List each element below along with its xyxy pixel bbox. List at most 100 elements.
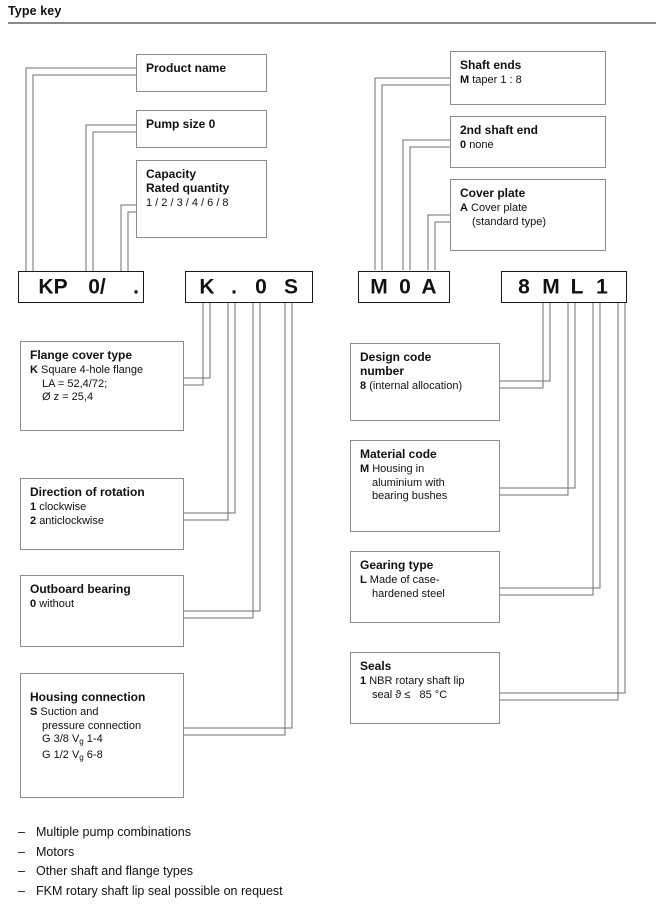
box-lines: L Made of case- hardened steel: [360, 574, 491, 601]
right-code-bar-1: M 0 A: [358, 271, 450, 303]
box-housing-connection: Housing connection S Suction and pressur…: [20, 673, 184, 798]
dash-marker: –: [18, 825, 25, 839]
box-line: 0 none: [460, 139, 597, 153]
code-char-dot: .: [231, 275, 237, 299]
line-key: M: [460, 74, 470, 86]
box-lines: M taper 1 : 8: [460, 74, 597, 88]
box-line: 2 anticlockwise: [30, 515, 175, 529]
g2-sub: g: [79, 752, 84, 762]
line-key: 0: [460, 139, 467, 151]
box-seals: Seals 1 NBR rotary shaft lip seal ϑ ≤ 85…: [350, 652, 500, 724]
box-line: S Suction and: [30, 706, 175, 720]
line-text: Square 4-hole flange: [41, 364, 144, 376]
line-text: Made of case-: [369, 574, 440, 586]
line-key: 8: [360, 380, 367, 392]
code-char-coverplate: A: [421, 275, 437, 299]
line-text: Cover plate: [471, 202, 528, 214]
list-item: –Motors: [18, 843, 518, 863]
line-key: S: [30, 706, 38, 718]
box-line: (standard type): [472, 215, 546, 228]
dash-marker: –: [18, 883, 25, 898]
line-text: none: [469, 139, 494, 151]
code-char-material: M: [542, 275, 560, 299]
box-line: 1 NBR rotary shaft lip: [360, 675, 491, 689]
left-code-bar-2: K . 0 S: [185, 271, 313, 303]
box-lines: A Cover plate (standard type): [460, 202, 597, 229]
line-key: K: [30, 364, 38, 376]
code-char-capacity: .: [133, 275, 139, 299]
line-key: 1: [360, 675, 367, 687]
g2-post: 6-8: [83, 748, 103, 761]
box-lines: 1 clockwise 2 anticlockwise: [30, 501, 175, 528]
list-item-label: FKM rotary shaft lip seal possible on re…: [36, 883, 283, 898]
dash-marker: –: [18, 844, 25, 859]
box-lines: 0 without: [30, 598, 175, 612]
box-line: hardened steel: [372, 587, 445, 600]
box-gearing-type: Gearing type L Made of case- hardened st…: [350, 551, 500, 623]
line-text: without: [39, 598, 75, 610]
box-line: 0 without: [30, 598, 175, 612]
page-title: Type key: [8, 4, 62, 18]
box-title: Pump size 0: [146, 117, 216, 131]
box-line: Ø z = 25,4: [42, 391, 94, 403]
box-line: LA = 52,4/72;: [42, 377, 108, 390]
footnote-list: –Multiple pump combinations –Motors –Oth…: [18, 823, 518, 901]
box-lines: K Square 4-hole flange LA = 52,4/72; Ø z…: [30, 364, 175, 405]
box-title: Flange cover type: [30, 348, 133, 362]
box-line: pressure connection: [42, 719, 142, 732]
box-line: M Housing in: [360, 463, 491, 477]
box-lines: 1 NBR rotary shaft lip seal ϑ ≤ 85 °C: [360, 675, 491, 702]
line-text: clockwise: [39, 501, 87, 513]
box-lines: 1 / 2 / 3 / 4 / 6 / 8: [146, 197, 258, 211]
box-direction-of-rotation: Direction of rotation 1 clockwise 2 anti…: [20, 478, 184, 550]
box-capacity: Capacity Rated quantity 1 / 2 / 3 / 4 / …: [136, 160, 267, 238]
box-2nd-shaft-end: 2nd shaft end 0 none: [450, 116, 606, 168]
box-line: K Square 4-hole flange: [30, 364, 175, 378]
code-char-kp: KP: [38, 275, 68, 299]
box-line: 8 (internal allocation): [360, 380, 491, 394]
box-flange-cover-type: Flange cover type K Square 4-hole flange…: [20, 341, 184, 431]
code-char-outboard: 0: [255, 275, 267, 299]
code-char-pumpsize: 0/: [88, 275, 106, 299]
box-shaft-ends: Shaft ends M taper 1 : 8: [450, 51, 606, 105]
code-char-gearing: L: [570, 275, 584, 299]
box-lines: 8 (internal allocation): [360, 380, 491, 394]
g1-post: 1-4: [83, 733, 103, 745]
box-pump-size: Pump size 0: [136, 110, 267, 148]
box-line: L Made of case-: [360, 574, 491, 588]
line-key: M: [360, 463, 370, 475]
box-lines: 0 none: [460, 139, 597, 153]
list-item-label: Motors: [36, 844, 75, 859]
code-char-housing: S: [283, 275, 299, 299]
box-title: Product name: [146, 61, 227, 75]
line-text: NBR rotary shaft lip: [369, 675, 465, 687]
line-text: taper 1 : 8: [472, 74, 522, 86]
box-title: Housing connection: [30, 690, 146, 704]
box-line-g1: G 3/8 Vg 1-4: [30, 733, 175, 749]
code-char-shaftend: M: [370, 275, 388, 299]
box-lines: M Housing in aluminium with bearing bush…: [360, 463, 491, 504]
line-key: L: [360, 574, 367, 586]
box-line: seal ϑ ≤ 85 °C: [372, 688, 448, 701]
line-key: 0: [30, 598, 37, 610]
box-line: bearing bushes: [372, 490, 448, 502]
box-title: Material code: [360, 447, 437, 461]
box-title: Seals: [360, 659, 392, 673]
box-line-g2: G 1/2 Vg 6-8: [30, 749, 175, 765]
box-line: M taper 1 : 8: [460, 74, 597, 88]
g2-pre: G 1/2 V: [42, 748, 80, 761]
g1-pre: G 3/8 V: [42, 733, 80, 745]
box-cover-plate: Cover plate A Cover plate (standard type…: [450, 179, 606, 251]
g1-sub: g: [79, 737, 84, 746]
box-title: Gearing type: [360, 558, 434, 572]
box-title: Cover plate: [460, 186, 526, 200]
line-text: anticlockwise: [39, 514, 104, 527]
code-char-seals: 1: [596, 275, 608, 299]
box-lines: S Suction and pressure connection G 3/8 …: [30, 706, 175, 764]
box-title: Direction of rotation: [30, 485, 145, 499]
header-divider: [8, 22, 656, 24]
line-key: 1: [30, 501, 37, 513]
box-line: A Cover plate: [460, 202, 597, 216]
list-item: –FKM rotary shaft lip seal possible on r…: [18, 882, 518, 902]
list-item-label: Other shaft and flange types: [36, 864, 194, 878]
